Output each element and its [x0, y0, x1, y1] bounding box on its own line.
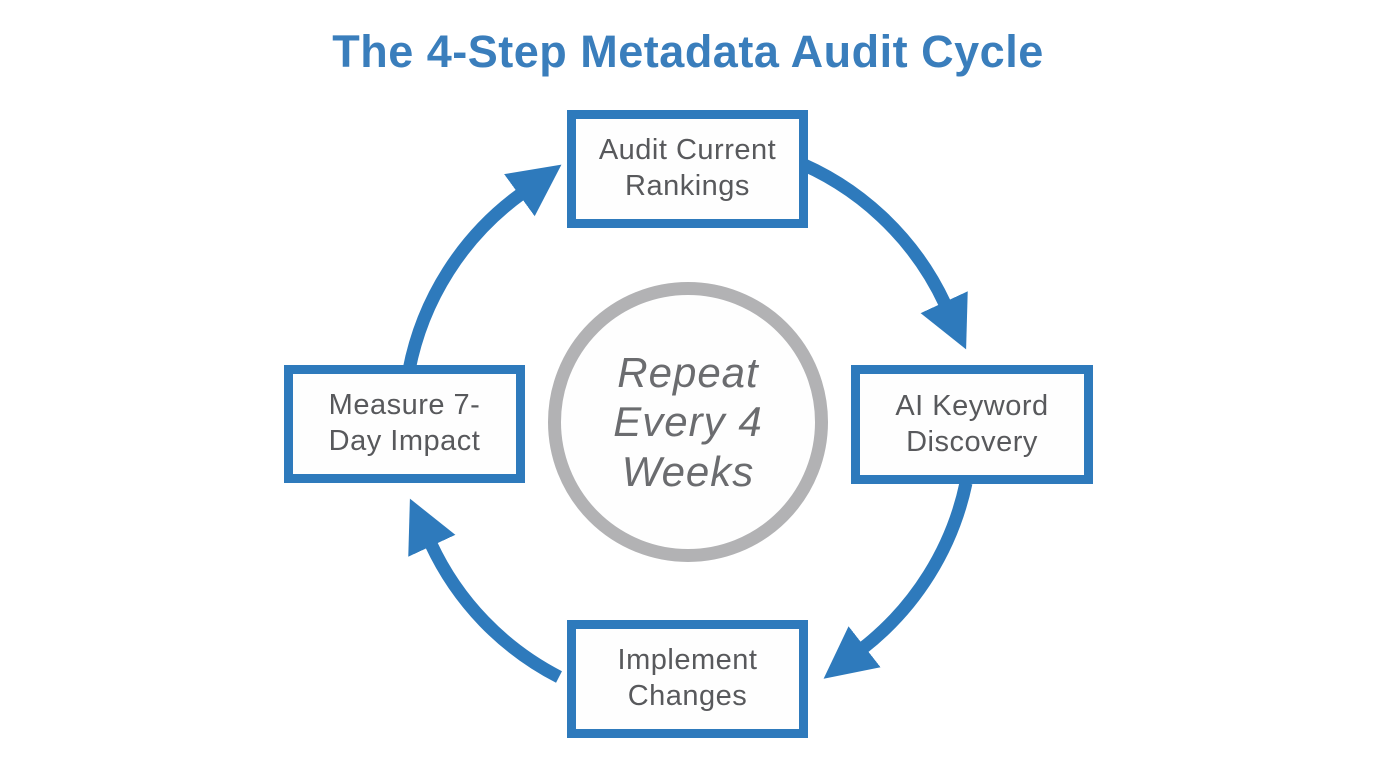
arrow-measure-to-audit — [402, 164, 562, 372]
step-box-implement-changes: Implement Changes — [567, 620, 808, 738]
page-title: The 4-Step Metadata Audit Cycle — [332, 26, 1044, 77]
step-box-audit-current-rankings: Audit Current Rankings — [567, 110, 808, 228]
step-label-audit-current-rankings: Audit Current Rankings — [598, 134, 777, 202]
step-box-measure-7-day-impact: Measure 7- Day Impact — [284, 365, 525, 483]
step-label-implement-changes: Implement Changes — [617, 644, 758, 712]
step-box-ai-keyword-discovery: AI Keyword Discovery — [851, 365, 1093, 484]
repeat-cycle-label: Repeat Every 4 Weeks — [613, 349, 763, 495]
arrow-audit-to-keyword — [787, 152, 968, 350]
arrow-keyword-to-implement — [823, 481, 973, 679]
step-label-measure-7-day-impact: Measure 7- Day Impact — [328, 389, 481, 457]
step-label-ai-keyword-discovery: AI Keyword Discovery — [895, 389, 1049, 458]
repeat-cycle-circle: Repeat Every 4 Weeks — [548, 282, 828, 562]
arrow-implement-to-measure — [408, 498, 562, 683]
